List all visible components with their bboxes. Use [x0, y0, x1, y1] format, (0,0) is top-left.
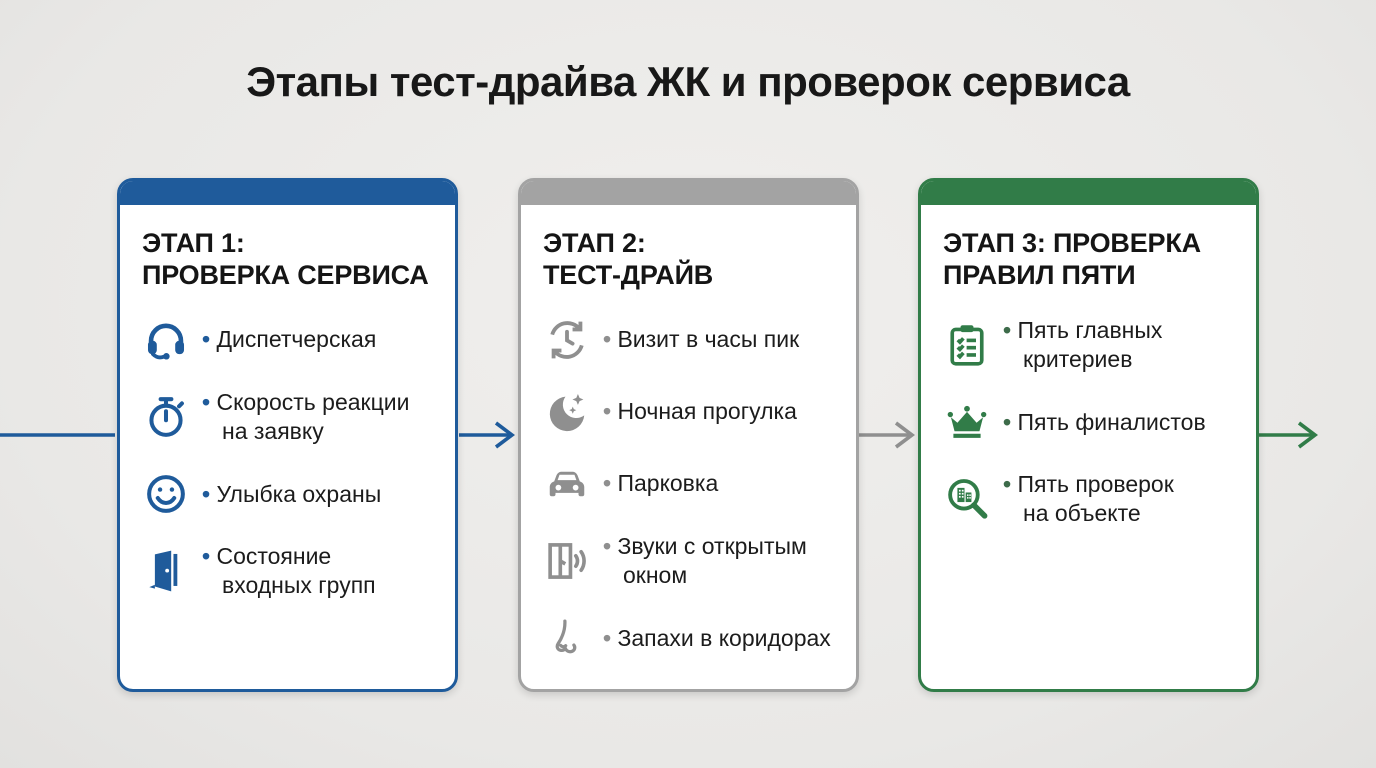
- crown-icon: [943, 398, 991, 446]
- clock-refresh-icon: [543, 316, 591, 364]
- list-item: Диспетчерская: [142, 316, 441, 364]
- item-label: Парковка: [603, 469, 718, 498]
- item-label: Ночная прогулка: [603, 397, 796, 426]
- arrow-stage-1-to-2: [459, 421, 515, 449]
- card-accent-bar: [521, 181, 856, 205]
- list-item: Улыбка охраны: [142, 470, 441, 518]
- card-item-list: Пять главных критериевПять финалистовПят…: [943, 316, 1242, 529]
- list-item: Пять проверок на объекте: [943, 470, 1242, 528]
- list-item: Звуки с открытым окном: [543, 532, 842, 590]
- card-title: ЭТАП 3: ПРОВЕРКА ПРАВИЛ ПЯТИ: [943, 228, 1201, 291]
- item-label: Запахи в коридорах: [603, 624, 830, 653]
- page-title: Этапы тест-драйва ЖК и проверок сервиса: [246, 58, 1130, 105]
- item-label: Звуки с открытым окном: [603, 532, 806, 590]
- arrow-out-of-stage-3: [1259, 421, 1318, 449]
- list-item: Пять главных критериев: [943, 316, 1242, 374]
- item-label: Пять финалистов: [1003, 408, 1205, 437]
- item-label: Визит в часы пик: [603, 325, 799, 354]
- item-label: Улыбка охраны: [202, 480, 381, 509]
- list-item: Скорость реакции на заявку: [142, 388, 441, 446]
- list-item: Ночная прогулка: [543, 388, 842, 436]
- item-label: Скорость реакции на заявку: [202, 388, 409, 446]
- list-item: Пять финалистов: [943, 398, 1242, 446]
- list-item: Запахи в коридорах: [543, 614, 842, 662]
- card-accent-bar: [921, 181, 1256, 205]
- item-label: Пять главных критериев: [1003, 316, 1162, 374]
- stopwatch-icon: [142, 393, 190, 441]
- card-title: ЭТАП 2: ТЕСТ-ДРАЙВ: [543, 228, 714, 291]
- item-label: Диспетчерская: [202, 325, 376, 354]
- card-item-list: ДиспетчерскаяСкорость реакции на заявкуУ…: [142, 316, 441, 601]
- list-item: Состояние входных групп: [142, 542, 441, 600]
- card-accent-bar: [120, 181, 455, 205]
- list-item: Парковка: [543, 460, 842, 508]
- headset-icon: [142, 316, 190, 364]
- arrow-stage-2-to-3: [859, 421, 915, 449]
- card-item-list: Визит в часы пикНочная прогулкаПарковкаЗ…: [543, 316, 842, 662]
- car-icon: [543, 460, 591, 508]
- item-label: Пять проверок на объекте: [1003, 470, 1173, 528]
- stage-1-card: ЭТАП 1: ПРОВЕРКА СЕРВИСА ДиспетчерскаяСк…: [117, 178, 458, 692]
- smiley-icon: [142, 470, 190, 518]
- nose-icon: [543, 614, 591, 662]
- stage-2-card: ЭТАП 2: ТЕСТ-ДРАЙВ Визит в часы пикНочна…: [518, 178, 859, 692]
- window-sound-icon: [543, 537, 591, 585]
- magnifier-building-icon: [943, 475, 991, 523]
- item-label: Состояние входных групп: [202, 542, 375, 600]
- stage-3-card: ЭТАП 3: ПРОВЕРКА ПРАВИЛ ПЯТИ Пять главны…: [918, 178, 1259, 692]
- door-icon: [142, 547, 190, 595]
- list-item: Визит в часы пик: [543, 316, 842, 364]
- card-title: ЭТАП 1: ПРОВЕРКА СЕРВИСА: [142, 228, 429, 291]
- moon-stars-icon: [543, 388, 591, 436]
- checklist-icon: [943, 321, 991, 369]
